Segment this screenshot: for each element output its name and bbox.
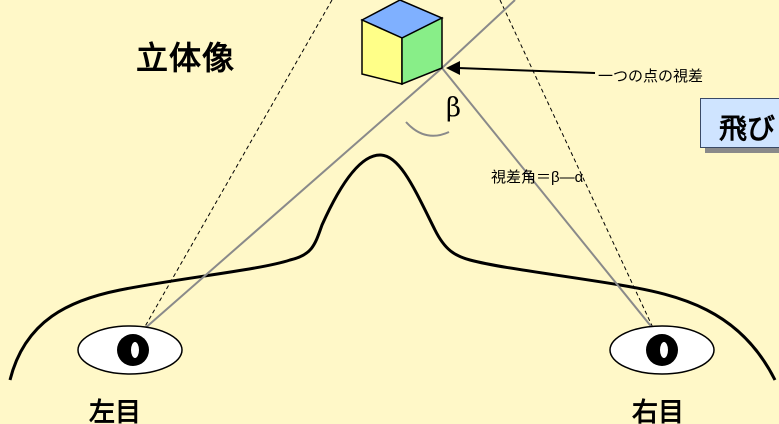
- angle-beta-arc: [405, 121, 450, 137]
- parallax-angle-formula: 視差角＝β―α: [491, 169, 584, 186]
- popout-callout-box: 飛び: [700, 98, 779, 148]
- dashed-line-left: [142, 0, 333, 331]
- dashed-line-right: [499, 0, 655, 331]
- right-eye-icon: [609, 325, 715, 375]
- arrowhead: [446, 61, 460, 75]
- right-eye-label: 右目: [632, 397, 685, 424]
- annotation-arrow: [457, 67, 596, 74]
- annotation-single-point-parallax: 一つの点の視差: [598, 68, 704, 85]
- popout-label: 飛び: [719, 113, 776, 144]
- sight-line-left-eye: [142, 67, 443, 331]
- cube-icon: [360, 0, 444, 86]
- cube-right-face: [401, 16, 443, 86]
- sight-line-extension: [441, 0, 516, 69]
- sight-line-right-eye: [441, 67, 655, 331]
- left-eye-icon: [77, 325, 183, 375]
- angle-beta-label: β: [446, 93, 462, 123]
- left-eye-label: 左目: [89, 397, 142, 424]
- title-stereo-image: 立体像: [136, 40, 236, 76]
- head-outline: [8, 153, 777, 381]
